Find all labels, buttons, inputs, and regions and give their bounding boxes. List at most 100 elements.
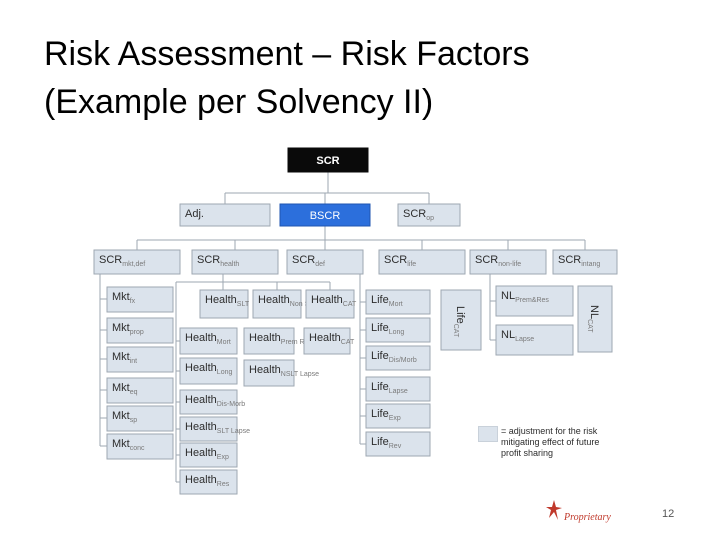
node-life-cat: LifeCAT — [440, 289, 482, 351]
node-label: LifeLong — [371, 322, 404, 336]
node-health-cat: HealthCAT — [305, 289, 357, 319]
node-label: HealthCAT — [309, 332, 355, 346]
node-label: Mktconc — [112, 438, 145, 452]
node-adj: Adj. — [179, 203, 271, 227]
node-life-lapse: LifeLapse — [365, 376, 431, 402]
node-label: LifeMort — [371, 294, 403, 308]
node-label: Adj. — [185, 208, 204, 220]
node-mkt-int: Mktint — [106, 346, 174, 373]
node-scr-health: SCRhealth — [191, 249, 279, 275]
node-box — [365, 376, 431, 402]
node-box — [365, 431, 431, 457]
node-box — [179, 389, 238, 415]
node-mkt-conc: Mktconc — [106, 433, 174, 460]
node-label: LifeExp — [371, 408, 401, 422]
node-label: Mktfx — [112, 291, 136, 305]
node-box — [495, 285, 574, 317]
node-box — [243, 359, 295, 387]
node-health-prem: HealthPrem Res — [243, 327, 312, 355]
node-scr-nonlife: SCRnon-life — [469, 249, 547, 275]
node-box — [378, 249, 466, 275]
node-label: SCRmkt,def — [99, 254, 145, 268]
node-life-long: LifeLong — [365, 317, 431, 343]
footer-proprietary: Proprietary — [564, 512, 611, 523]
node-label: HealthNSLT Lapse — [249, 364, 319, 378]
node-box — [179, 469, 238, 495]
node-box — [469, 249, 547, 275]
node-box — [191, 249, 279, 275]
node-label: SCRop — [403, 208, 434, 222]
node-health-nonslt-lapse: HealthNSLT Lapse — [243, 359, 319, 387]
node-scr-def: SCRdef — [286, 249, 364, 275]
node-label: SCRnon-life — [475, 254, 521, 268]
node-box — [365, 403, 431, 429]
node-box — [179, 327, 238, 355]
node-box — [252, 289, 302, 319]
node-label: LifeRev — [371, 436, 402, 450]
node-label: HealthNon SLT — [258, 294, 318, 308]
node-box — [106, 346, 174, 373]
slide-title-line1: Risk Assessment – Risk Factors — [44, 35, 530, 73]
node-label: LifeLapse — [371, 381, 408, 395]
slide-title-line2: (Example per Solvency II) — [44, 83, 434, 121]
node-box — [179, 442, 238, 468]
node-bscr: BSCR — [279, 203, 371, 227]
node-health-long: HealthLong — [179, 357, 238, 385]
node-box — [106, 317, 174, 344]
node-box — [365, 289, 431, 315]
node-box — [199, 289, 249, 319]
node-label: SCRintang — [558, 254, 600, 268]
node-life-rev: LifeRev — [365, 431, 431, 457]
node-label: SCRdef — [292, 254, 325, 268]
node-box — [243, 327, 295, 355]
node-mkt-fx: Mktfx — [106, 286, 174, 313]
node-box — [365, 345, 431, 371]
node-label: SCR — [316, 155, 339, 167]
node-mkt-prop: Mktprop — [106, 317, 174, 344]
node-box — [397, 203, 461, 227]
node-box — [179, 203, 271, 227]
node-label: NLPrem&Res — [501, 290, 549, 304]
node-label: HealthCAT — [311, 294, 357, 308]
node-label: Mktprop — [112, 322, 144, 336]
node-scr-intang: SCRintang — [552, 249, 618, 275]
node-health-exp: HealthExp — [179, 442, 238, 468]
node-box — [552, 249, 618, 275]
node-health-cat2: HealthCAT — [303, 327, 355, 355]
page-number: 12 — [662, 508, 675, 520]
node-label: HealthDis-Morb — [185, 394, 245, 408]
node-life-dis: LifeDis/Morb — [365, 345, 431, 371]
node-label: SCRlife — [384, 254, 416, 268]
node-scr-life: SCRlife — [378, 249, 466, 275]
node-nl-premres: NLPrem&Res — [495, 285, 574, 317]
node-label: HealthSLT — [205, 294, 250, 308]
node-life-mort: LifeMort — [365, 289, 431, 315]
node-label: NLCAT — [586, 305, 600, 333]
node-health-mort: HealthMort — [179, 327, 238, 355]
node-box — [106, 433, 174, 460]
node-health-lapse: HealthSLT Lapse — [179, 416, 250, 442]
node-box — [93, 249, 181, 275]
node-box — [305, 289, 355, 319]
node-label: HealthExp — [185, 447, 229, 461]
company-logo-icon — [546, 500, 562, 520]
node-box — [179, 357, 238, 385]
node-box — [440, 289, 482, 351]
legend-swatch — [478, 426, 498, 442]
node-life-exp: LifeExp — [365, 403, 431, 429]
node-box — [106, 377, 174, 404]
node-box — [106, 405, 174, 432]
node-label: HealthPrem Res — [249, 332, 312, 346]
node-box — [577, 285, 613, 353]
node-label: NLLapse — [501, 329, 534, 343]
node-box — [287, 147, 369, 173]
node-mkt-sp: Mktsp — [106, 405, 174, 432]
node-health-nonslt: HealthNon SLT — [252, 289, 318, 319]
node-box — [179, 416, 238, 442]
node-box — [106, 286, 174, 313]
node-label: BSCR — [310, 210, 341, 222]
legend-text: = adjustment for the risk mitigating eff… — [501, 426, 600, 458]
node-label: Mktint — [112, 351, 137, 365]
